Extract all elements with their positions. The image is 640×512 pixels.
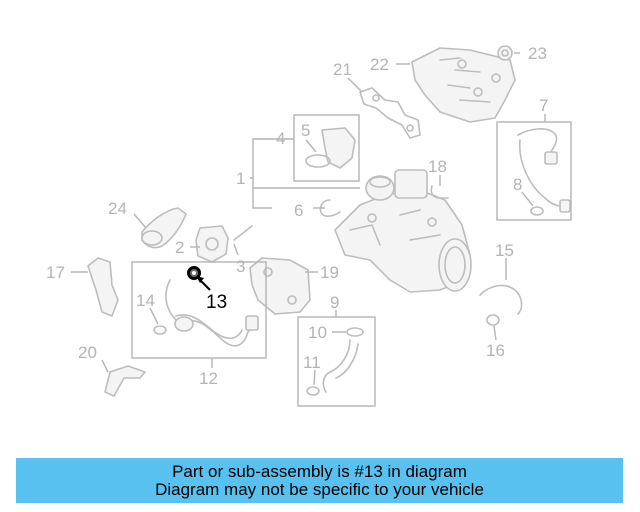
leader-lines — [71, 52, 546, 386]
label-13: 13 — [206, 292, 227, 313]
label-11: 11 — [303, 353, 321, 372]
part-3-stud — [233, 225, 253, 241]
label-2: 2 — [175, 238, 184, 257]
label-19: 19 — [320, 263, 339, 282]
part-2-gasket — [195, 225, 229, 263]
part-15-line — [479, 284, 523, 315]
label-24: 24 — [108, 199, 127, 218]
label-4: 4 — [276, 129, 285, 148]
banner-line-1: Part or sub-assembly is #13 in diagram — [172, 461, 467, 481]
box-12 — [131, 261, 267, 359]
label-12: 12 — [199, 369, 218, 388]
part-7-oil-line — [517, 128, 571, 213]
part-14-seal — [153, 325, 167, 335]
turbocharger — [334, 169, 472, 293]
label-18: 18 — [428, 157, 447, 176]
part-9-water-pipe — [322, 339, 359, 393]
label-6: 6 — [294, 201, 303, 220]
label-9: 9 — [330, 293, 339, 312]
label-7: 7 — [539, 96, 548, 115]
part-19-shield — [249, 257, 311, 315]
label-23: 23 — [528, 44, 547, 63]
part-5-elbow — [305, 127, 356, 169]
label-21: 21 — [333, 60, 352, 79]
part-labels: 1 2 3 4 5 6 7 8 9 10 11 12 13 14 15 16 1… — [46, 44, 548, 388]
part-6-clamp — [319, 199, 341, 217]
parts-diagram: 1 2 3 4 5 6 7 8 9 10 11 12 13 14 15 16 1… — [46, 44, 572, 407]
label-3: 3 — [236, 257, 245, 276]
label-22: 22 — [370, 55, 389, 74]
label-15: 15 — [495, 241, 514, 260]
part-22-heat-shield — [411, 47, 516, 123]
part-18-fitting — [430, 185, 449, 199]
label-10: 10 — [308, 323, 327, 342]
part-12-coolant-pipe — [165, 279, 259, 347]
part-16-seal — [486, 314, 500, 326]
label-5: 5 — [301, 121, 310, 140]
info-banner: Part or sub-assembly is #13 in diagram D… — [16, 458, 623, 503]
part-11-seal — [306, 386, 320, 396]
label-1: 1 — [236, 169, 245, 188]
label-8: 8 — [513, 175, 522, 194]
banner-line-2: Diagram may not be specific to your vehi… — [155, 479, 484, 499]
part-23-nut — [497, 45, 513, 61]
part-8-seal — [530, 206, 544, 216]
part-17-bracket — [87, 257, 119, 317]
label-17: 17 — [46, 263, 65, 282]
label-20: 20 — [78, 343, 97, 362]
part-24-intake-hose — [141, 207, 187, 249]
part-10-seal — [346, 327, 364, 337]
box-7-8 — [496, 121, 572, 221]
label-16: 16 — [486, 341, 505, 360]
part-21-bracket — [359, 87, 421, 139]
part-20-bracket — [104, 365, 146, 397]
label-14: 14 — [136, 291, 155, 310]
box-4-5 — [293, 114, 360, 182]
